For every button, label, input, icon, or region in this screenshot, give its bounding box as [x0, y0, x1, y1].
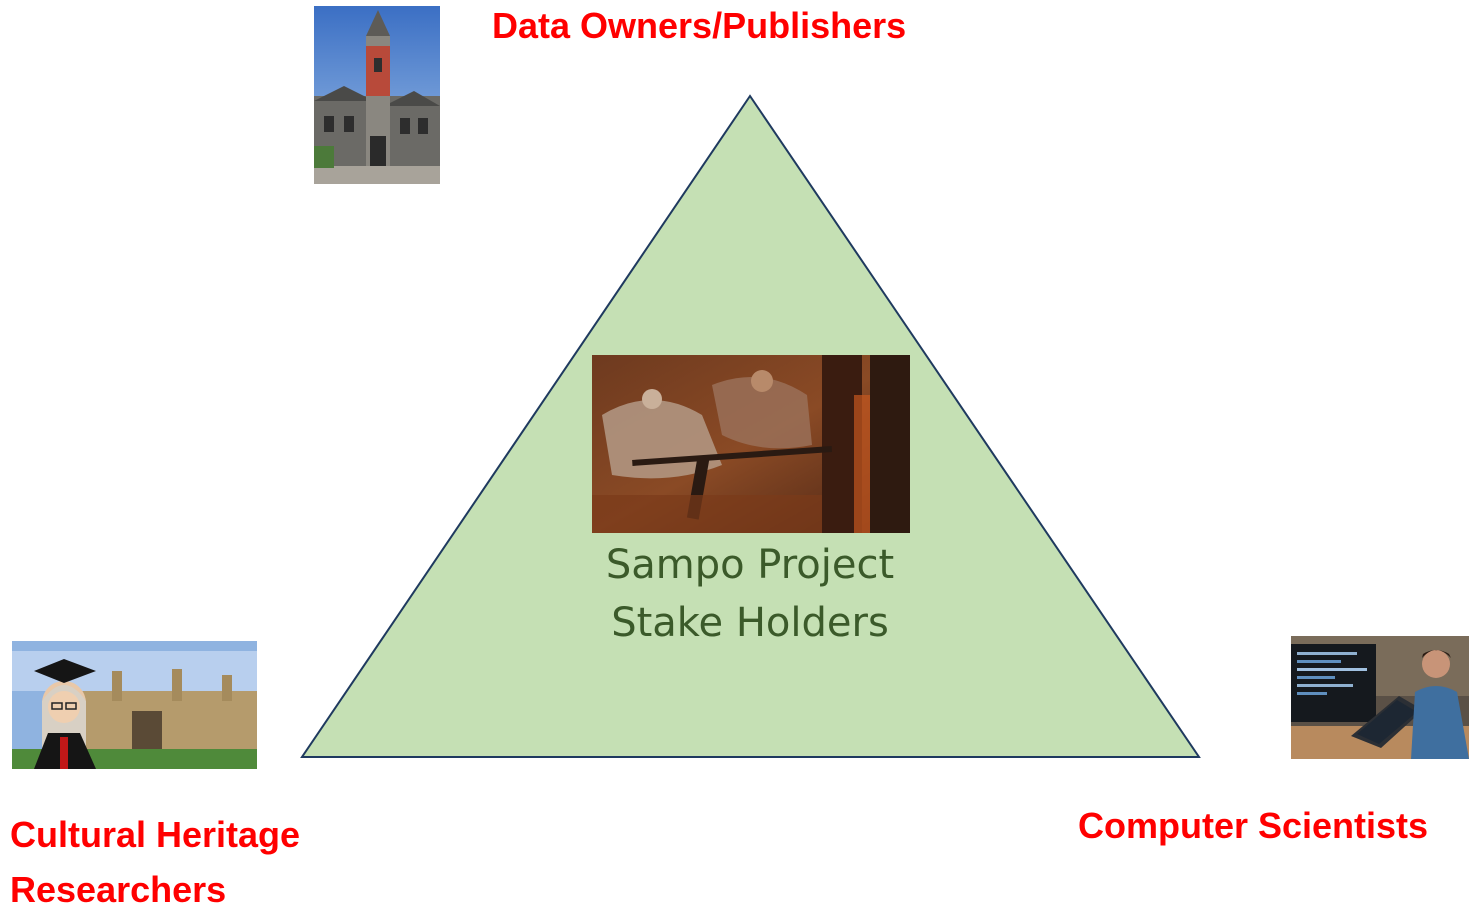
- graduate-university-photo: [12, 641, 257, 769]
- cultural-heritage-label-line1: Cultural Heritage: [10, 814, 301, 855]
- data-owners-label: Data Owners/Publishers: [492, 5, 907, 46]
- cultural-heritage-label-line2: Researchers: [10, 869, 227, 910]
- sampo-forging-painting: [592, 355, 910, 533]
- computer-scientists-label: Computer Scientists: [1078, 805, 1429, 846]
- center-title-line1: Sampo Project: [605, 542, 895, 588]
- building-tower-photo: [314, 6, 440, 184]
- center-title-line2: Stake Holders: [611, 600, 889, 646]
- programmer-laptop-photo: [1291, 636, 1469, 759]
